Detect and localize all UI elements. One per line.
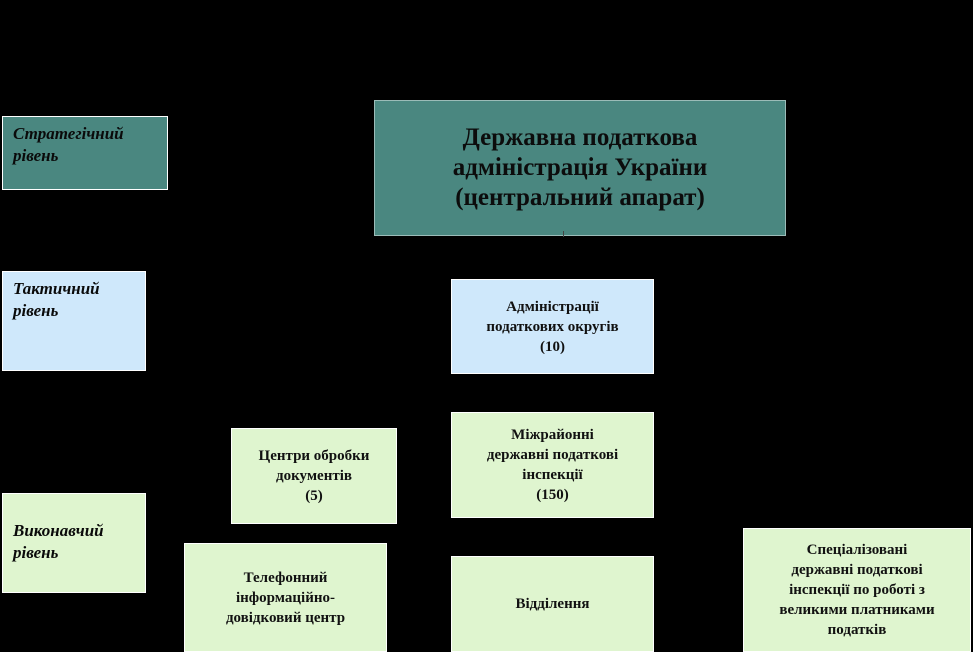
node-district-admins-line-2: податкових округів (486, 318, 619, 335)
level-executive: Виконавчий рівень (2, 493, 146, 593)
node-departments: Відділення (451, 556, 654, 652)
node-departments-label: Відділення (515, 596, 590, 612)
node-interdistrict: Міжрайонні державні податкові інспекції … (451, 412, 654, 518)
node-dpa-line-3: (центральний апарат) (455, 184, 705, 211)
node-specialized-line-1: Спеціалізовані (806, 542, 908, 558)
node-dpa-line-1: Державна податкова (462, 124, 698, 151)
node-interdistrict-line-4: (150) (536, 487, 569, 503)
node-doc-centers-line-2: документів (276, 468, 352, 484)
node-specialized-line-5: податків (827, 622, 887, 638)
node-interdistrict-text: Міжрайонні державні податкові інспекції … (487, 425, 618, 505)
node-interdistrict-line-3: інспекції (522, 467, 583, 483)
node-interdistrict-line-2: державні податкові (486, 447, 619, 463)
node-specialized-line-2: державні податкові (791, 562, 923, 578)
node-doc-centers-line-3: (5) (305, 488, 323, 504)
node-district-admins-line-1: Адміністрації (506, 298, 599, 315)
node-phone-center-text: Телефонний інформаційно- довідковий цент… (226, 568, 345, 628)
node-district-admins: Адміністрації податкових округів (10) (451, 279, 654, 374)
node-specialized-line-4: великими платниками (779, 602, 935, 618)
node-phone-center: Телефонний інформаційно- довідковий цент… (184, 543, 387, 652)
level-executive-line-2: рівень (13, 543, 59, 562)
level-strategic-line-1: Стратегічний (13, 124, 124, 143)
node-specialized-text: Спеціалізовані державні податкові інспек… (779, 540, 934, 640)
node-dpa-text: Державна податкова адміністрація України… (453, 123, 708, 213)
level-executive-line-1: Виконавчий (13, 521, 104, 540)
node-district-admins-line-3: (10) (540, 338, 565, 355)
node-dpa: Державна податкова адміністрація України… (374, 100, 786, 236)
node-interdistrict-line-1: Міжрайонні (511, 427, 594, 443)
node-doc-centers: Центри обробки документів (5) (231, 428, 397, 524)
node-district-admins-text: Адміністрації податкових округів (10) (486, 297, 618, 357)
node-specialized-line-3: інспекції по роботі з (789, 582, 925, 598)
connector-tick (563, 231, 564, 237)
node-phone-center-line-3: довідковий центр (225, 609, 346, 626)
node-dpa-line-2: адміністрація України (452, 154, 708, 181)
node-doc-centers-line-1: Центри обробки (258, 448, 370, 464)
level-strategic: Стратегічний рівень (2, 116, 168, 190)
level-tactical: Тактичний рівень (2, 271, 146, 371)
node-phone-center-line-2: інформаційно- (235, 589, 335, 606)
level-tactical-line-1: Тактичний (13, 279, 100, 298)
node-phone-center-line-1: Телефонний (243, 569, 328, 586)
node-specialized: Спеціалізовані державні податкові інспек… (743, 528, 971, 652)
level-tactical-line-2: рівень (13, 301, 59, 320)
level-strategic-line-2: рівень (13, 146, 59, 165)
node-doc-centers-text: Центри обробки документів (5) (259, 446, 370, 506)
